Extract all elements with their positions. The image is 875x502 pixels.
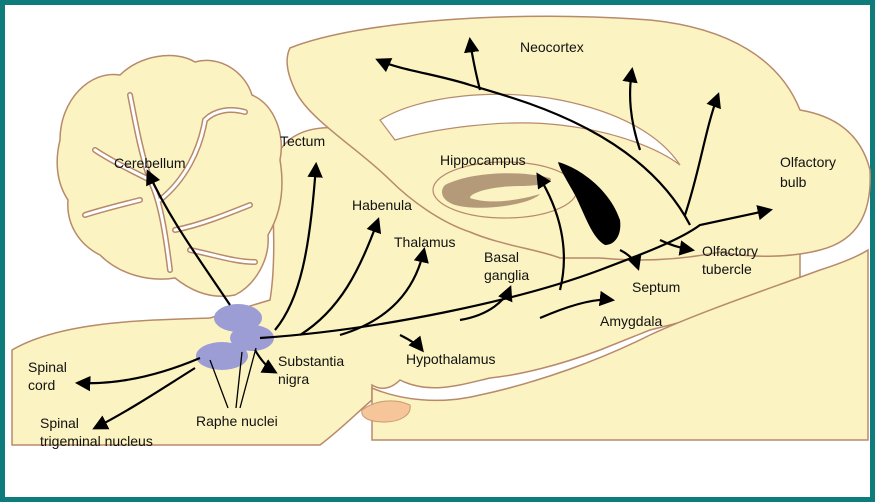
label-spinal-cord-2: cord — [28, 377, 55, 393]
label-olfactory-tubercle-1: Olfactory — [702, 243, 758, 259]
label-septum: Septum — [632, 279, 680, 295]
label-basal-ganglia-1: Basal — [484, 249, 519, 265]
label-spinal-trigeminal-2: trigeminal nucleus — [40, 433, 153, 449]
label-spinal-cord-1: Spinal — [28, 359, 67, 375]
label-raphe-nuclei: Raphe nuclei — [196, 413, 278, 429]
label-hippocampus: Hippocampus — [440, 152, 526, 168]
label-tectum: Tectum — [280, 133, 325, 149]
label-hypothalamus: Hypothalamus — [406, 351, 496, 367]
label-neocortex: Neocortex — [520, 39, 584, 55]
label-olfactory-bulb-1: Olfactory — [780, 154, 836, 170]
label-basal-ganglia-2: ganglia — [484, 267, 529, 283]
label-olfactory-tubercle-2: tubercle — [702, 261, 752, 277]
label-substantia-nigra-1: Substantia — [278, 353, 344, 369]
label-substantia-nigra-2: nigra — [278, 371, 309, 387]
label-spinal-trigeminal-1: Spinal — [40, 415, 79, 431]
label-cerebellum: Cerebellum — [114, 155, 186, 171]
label-olfactory-bulb-2: bulb — [780, 174, 807, 190]
label-amygdala: Amygdala — [600, 313, 662, 329]
label-thalamus: Thalamus — [394, 234, 455, 250]
label-habenula: Habenula — [352, 197, 412, 213]
